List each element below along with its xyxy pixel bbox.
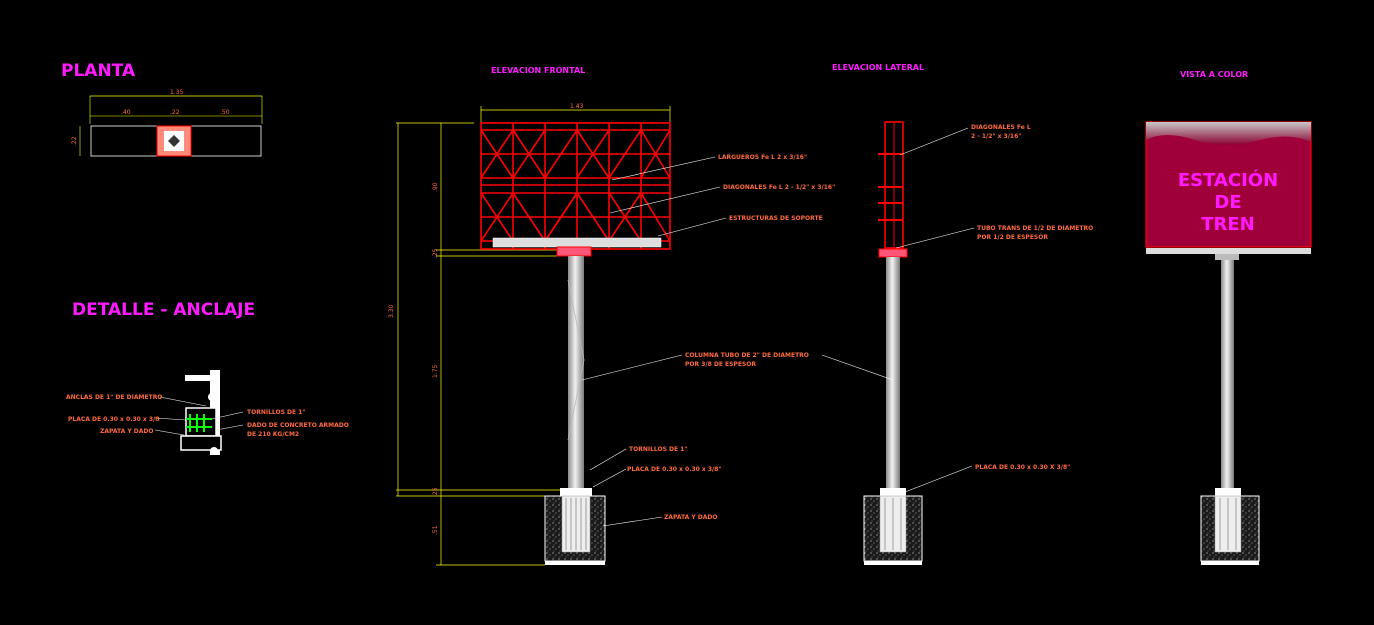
side-note-diagonales-2: 2 - 1/2" x 3/16": [971, 133, 1021, 140]
front-elevation: 1.43 3.30 .90 .25 1.75 .25 .51: [388, 103, 835, 566]
front-column: [568, 256, 584, 490]
front-note-placa: PLACA DE 0.30 x 0.30 x 3/8": [627, 466, 722, 473]
plan-dim-center: .22: [170, 109, 180, 116]
sign-text-line2: DE: [1214, 192, 1241, 213]
title-elevacion-lateral: ELEVACION LATERAL: [832, 63, 924, 72]
plan-dim-height: .22: [71, 136, 78, 146]
side-column: [886, 257, 900, 489]
detail-note-placa: PLACA DE 0.30 x 0.30 x 3/8: [68, 416, 159, 423]
front-note-estructura: ESTRUCTURAS DE SOPORTE: [729, 215, 823, 222]
title-planta: PLANTA: [61, 61, 136, 81]
front-note-zapata: ZAPATA Y DADO: [664, 514, 718, 521]
anchor-bolts: [186, 414, 212, 432]
detail-note-tornillos: TORNILLOS DE 1": [247, 409, 305, 416]
side-note-diagonales-1: DIAGONALES Fe L: [971, 124, 1031, 131]
detail-note-dado-2: DE 210 KG/CM2: [247, 431, 299, 438]
detail-note-dado-1: DADO DE CONCRETO ARMADO: [247, 422, 349, 429]
detail-note-anclas: ANCLAS DE 1" DE DIAMETRO: [66, 394, 162, 401]
title-vista-color: VISTA A COLOR: [1180, 70, 1248, 79]
front-note-largueros: LARGUEROS Fe L 2 x 3/16": [718, 154, 807, 161]
front-dim-foundation: .51: [432, 525, 439, 535]
front-dim-column: 1.75: [432, 364, 439, 378]
color-view: ESTACIÓN DE TREN: [1145, 121, 1312, 565]
front-truss: [480, 122, 671, 250]
side-elevation: DIAGONALES Fe L 2 - 1/2" x 3/16" TUBO TR…: [821, 121, 1093, 565]
plan-dim-right: .50: [220, 109, 230, 116]
title-elevacion-frontal: ELEVACION FRONTAL: [491, 66, 585, 75]
front-note-diagonales: DIAGONALES Fe L 2 - 1/2" x 3/16": [723, 184, 835, 191]
side-note-tubo-1: TUBO TRANS DE 1/2 DE DIAMETRO: [977, 225, 1093, 232]
front-dim-total: 3.30: [388, 304, 395, 318]
detail-note-zapata: ZAPATA Y DADO: [100, 428, 154, 435]
sign-text-line3: TREN: [1201, 214, 1255, 235]
plan-view: 1.35 .40 .22 .50 .22: [71, 89, 263, 157]
front-note-columna-1: COLUMNA TUBO DE 2" DE DIAMETRO: [685, 352, 809, 359]
plan-dim-total: 1.35: [170, 89, 184, 96]
front-note-tornillos: TORNILLOS DE 1": [629, 446, 687, 453]
front-dim-base: .25: [432, 487, 439, 497]
front-dim-width: 1.43: [570, 103, 584, 110]
side-note-tubo-2: POR 1/2 DE ESPESOR: [977, 234, 1048, 241]
plan-dim-left: .40: [121, 109, 131, 116]
front-note-columna-2: POR 3/8 DE ESPESOR: [685, 361, 756, 368]
color-column: [1221, 260, 1234, 489]
sign-text-line1: ESTACIÓN: [1178, 169, 1278, 191]
front-dim-band: .25: [432, 248, 439, 258]
anchor-detail: ANCLAS DE 1" DE DIAMETRO PLACA DE 0.30 x…: [66, 370, 349, 455]
side-note-placa: PLACA DE 0.30 x 0.30 X 3/8": [975, 464, 1070, 471]
title-detalle-anclaje: DETALLE - ANCLAJE: [72, 300, 255, 320]
front-dim-sign-height: .90: [432, 182, 439, 192]
